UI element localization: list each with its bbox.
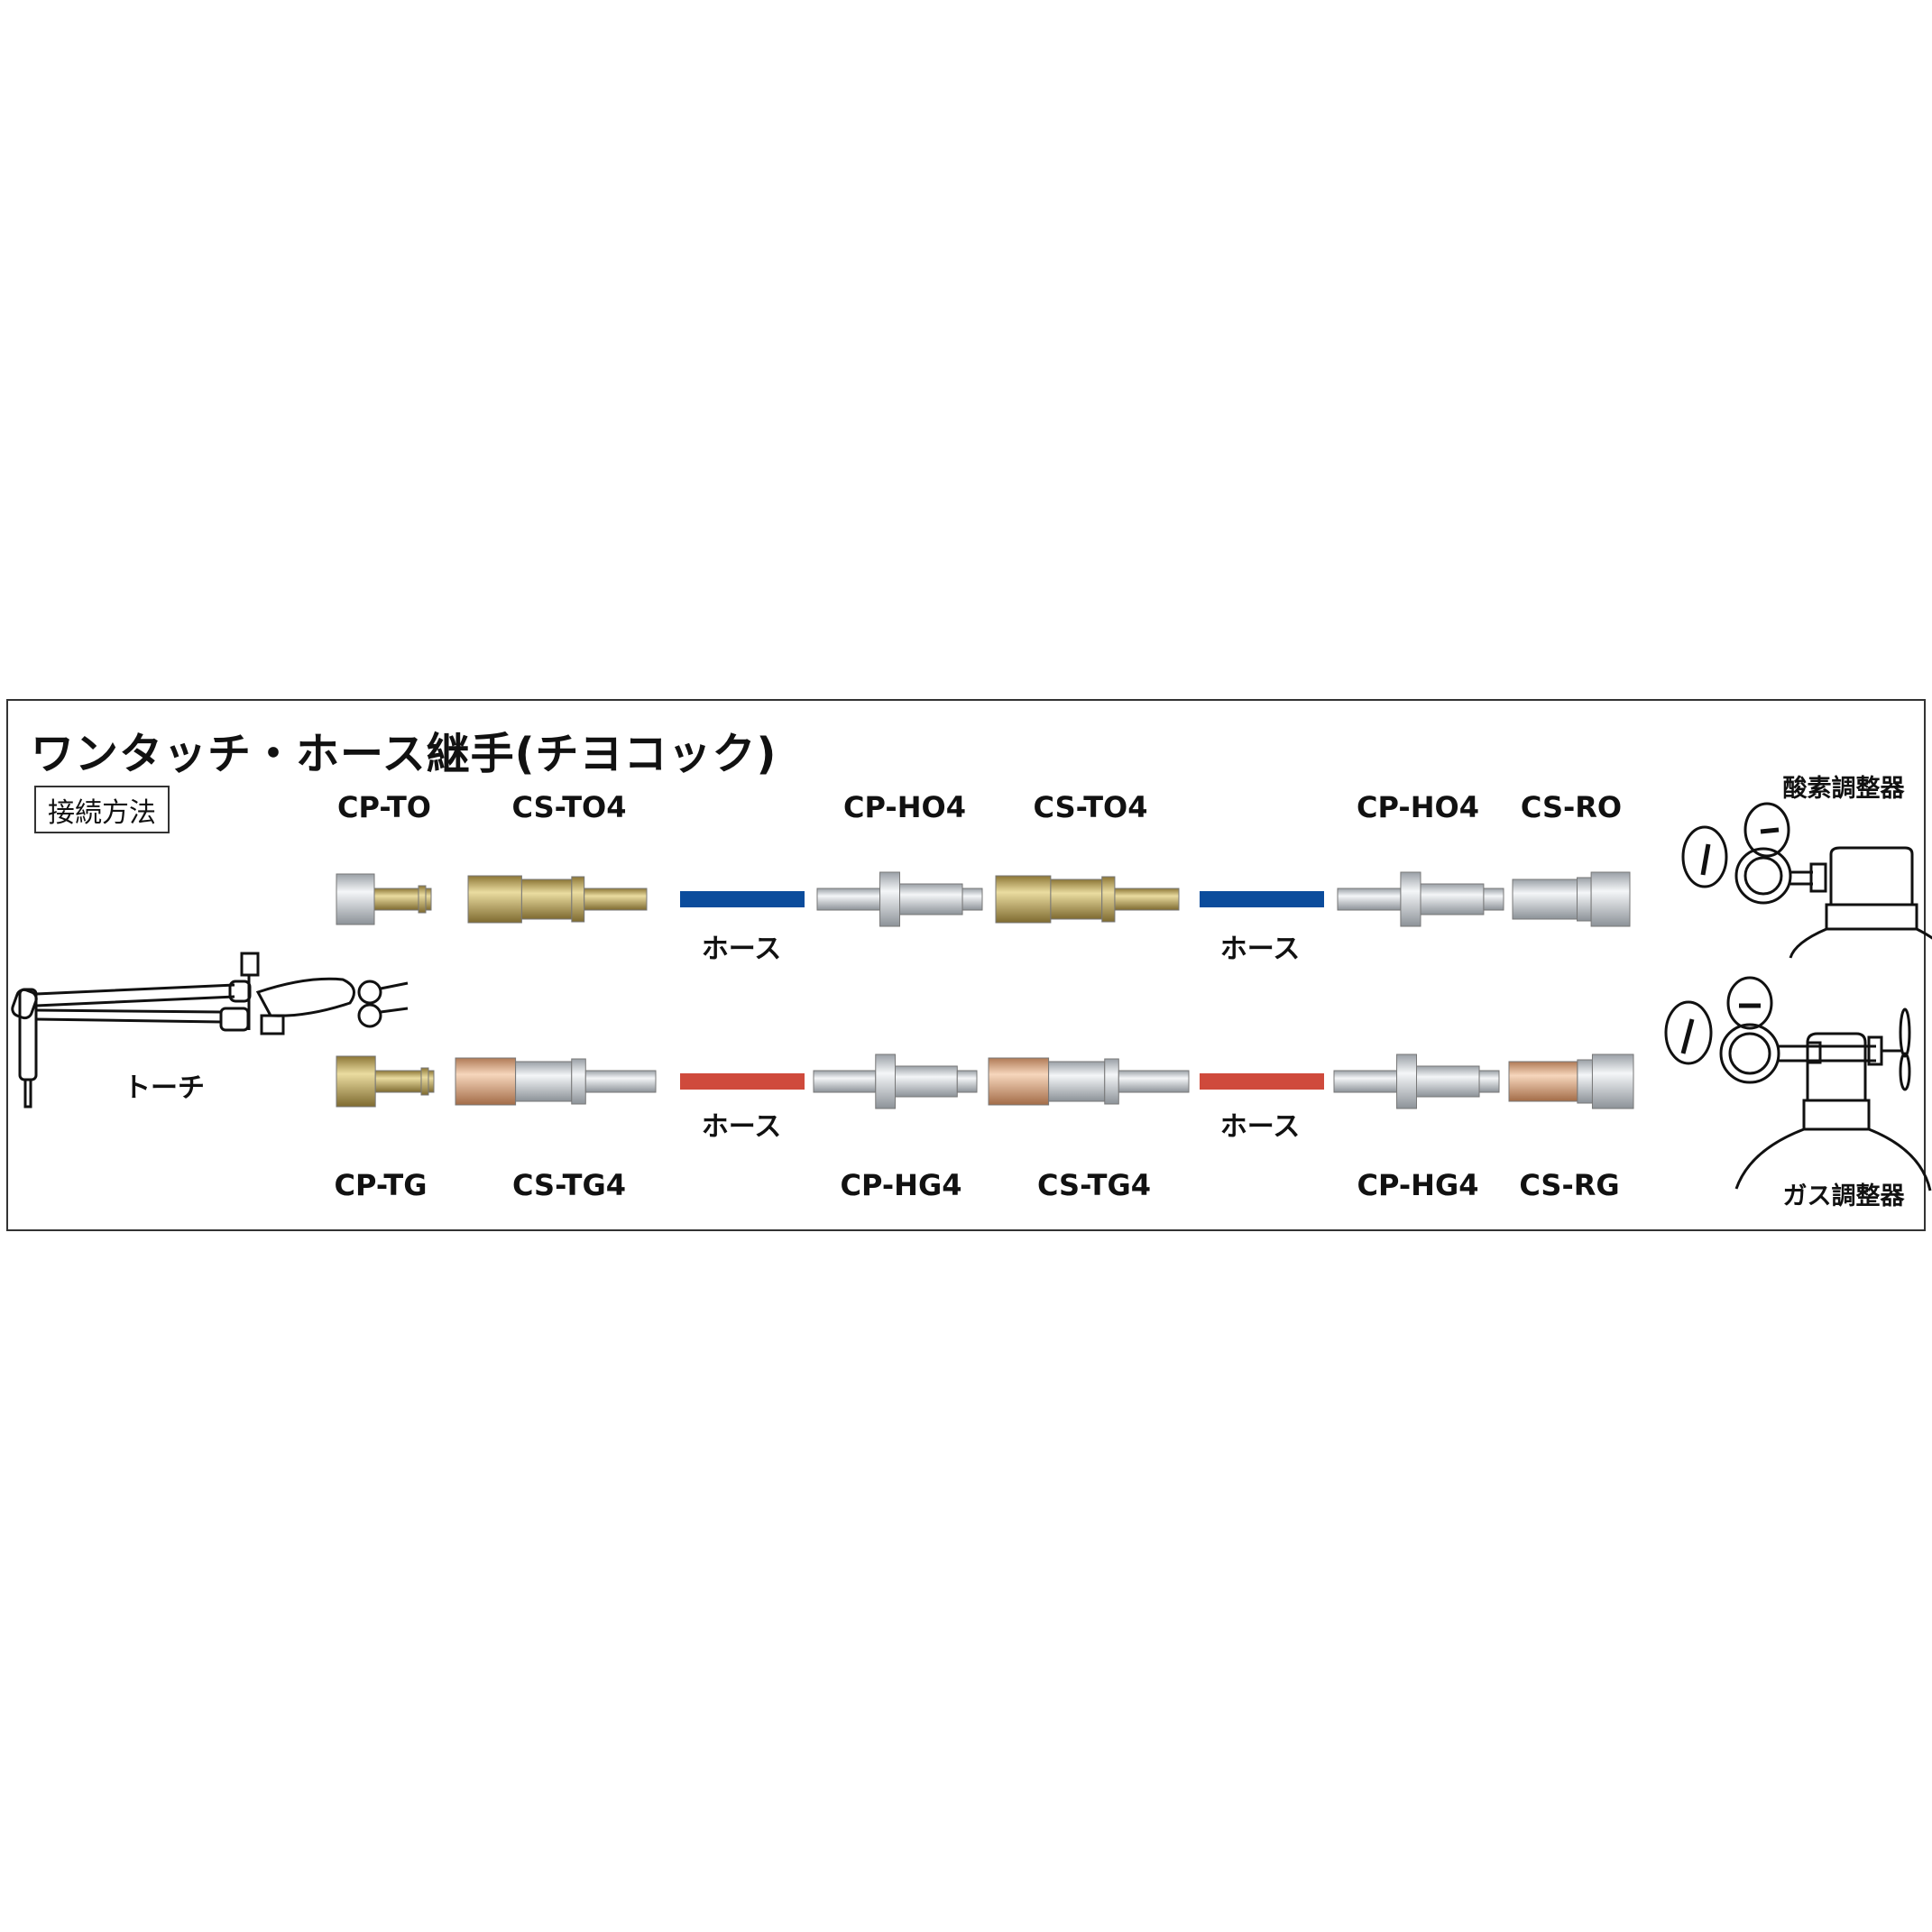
oxygen-hose [1200, 891, 1324, 907]
socket-fitting [995, 875, 1180, 924]
hose-plug-fitting [813, 1053, 978, 1109]
hose-label: ホース [1219, 1111, 1301, 1143]
gas-regulator-illustration [1664, 976, 1932, 1191]
part-label: CP-HO4 [843, 790, 966, 824]
socket-fitting [988, 1057, 1190, 1106]
part-label: CP-HG4 [1357, 1168, 1479, 1202]
part-label: CS-TG4 [511, 1168, 627, 1202]
diagram-frame [6, 699, 1926, 1231]
hose-label: ホース [1219, 934, 1301, 965]
hose-label: ホース [701, 1111, 782, 1143]
connection-method-label: 接続方法 [34, 786, 170, 833]
hose-plug-fitting [1333, 1053, 1500, 1109]
hose-label: ホース [701, 934, 782, 965]
gas-hose [1200, 1073, 1324, 1090]
torch-plug-fitting [336, 873, 432, 925]
torch-plug-fitting [336, 1055, 435, 1108]
part-label: CS-TO4 [511, 790, 627, 824]
regulator-socket-fitting [1508, 1053, 1634, 1109]
part-label: CP-HG4 [840, 1168, 962, 1202]
part-label: CS-RO [1520, 790, 1623, 824]
part-label: CP-TO [337, 790, 431, 824]
torch-illustration [11, 952, 409, 1109]
socket-fitting [455, 1057, 657, 1106]
oxygen-regulator-illustration [1681, 802, 1932, 959]
torch-label: トーチ [124, 1072, 205, 1104]
part-label: CS-TG4 [1036, 1168, 1152, 1202]
part-label: CP-TG [334, 1168, 428, 1202]
part-label: CS-RG [1519, 1168, 1620, 1202]
hose-plug-fitting [1337, 871, 1504, 927]
part-label: CP-HO4 [1357, 790, 1479, 824]
gas-regulator-label: ガス調整器 [1782, 1182, 1905, 1210]
page-title: ワンタッチ・ホース継手(チヨコック) [31, 729, 777, 779]
part-label: CS-TO4 [1033, 790, 1148, 824]
oxygen-regulator-label: 酸素調整器 [1782, 775, 1905, 803]
gas-hose [680, 1073, 805, 1090]
oxygen-hose [680, 891, 805, 907]
socket-fitting [467, 875, 648, 924]
regulator-socket-fitting [1512, 871, 1631, 927]
hose-plug-fitting [816, 871, 983, 927]
